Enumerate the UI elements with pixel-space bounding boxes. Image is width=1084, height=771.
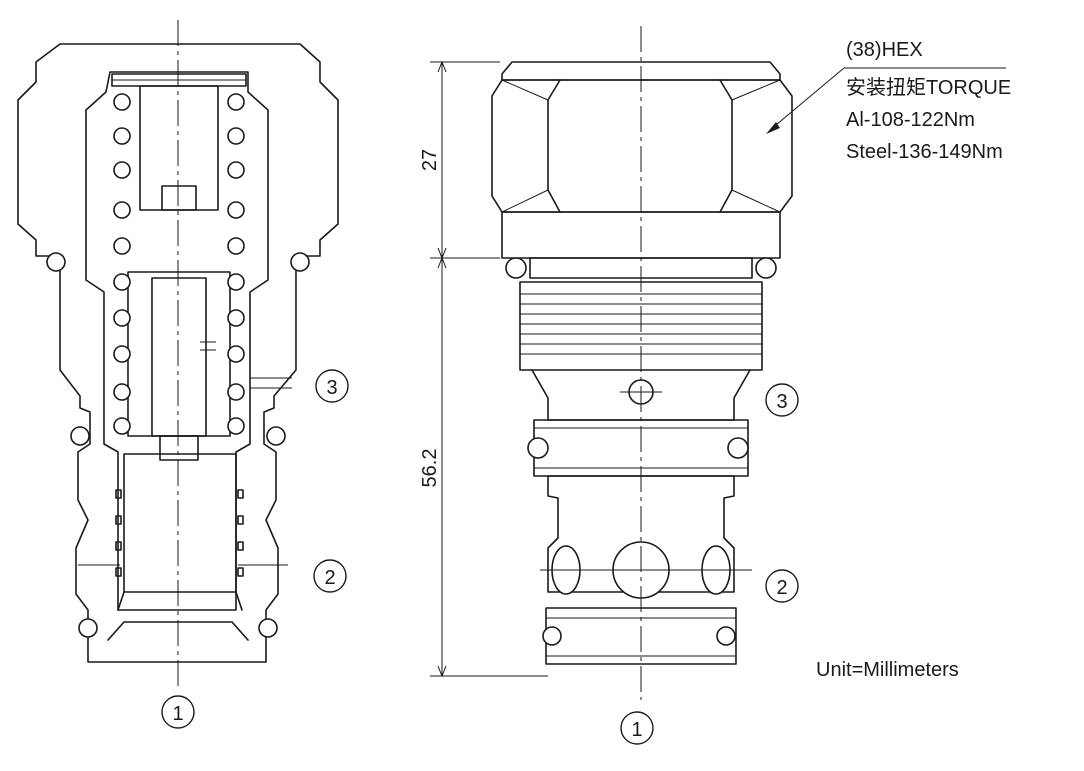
guide-pin <box>161 185 197 211</box>
dimension-body-length: 56.2 <box>419 449 441 488</box>
sleeve-slots <box>115 489 244 577</box>
svg-text:1: 1 <box>172 703 183 725</box>
o-ring-hex-left <box>505 257 527 279</box>
torque-leader <box>766 67 1006 134</box>
hex-nut <box>491 79 793 213</box>
svg-text:3: 3 <box>326 377 337 399</box>
o-ring-upper-left <box>527 437 549 459</box>
svg-text:2: 2 <box>324 567 335 589</box>
port-1-label-left: 1 <box>161 695 195 729</box>
svg-text:3: 3 <box>776 391 787 413</box>
port-2-label-left: 2 <box>313 559 347 593</box>
o-ring-upper-right <box>727 437 749 459</box>
torque-steel: Steel-136-149Nm <box>846 141 1003 163</box>
spring-coils <box>113 93 245 435</box>
port-3-label-right: 3 <box>765 383 799 417</box>
svg-text:1: 1 <box>631 719 642 741</box>
spring-guide <box>139 85 219 211</box>
external-view <box>491 26 793 700</box>
o-rings-section <box>46 252 310 638</box>
cap-bore <box>85 71 269 611</box>
port-1-label-right: 1 <box>620 711 654 745</box>
thread-section <box>519 281 763 371</box>
o-ring-hex-right <box>755 257 777 279</box>
unit-note: Unit=Millimeters <box>816 659 959 681</box>
o-ring-lower-right <box>716 626 736 646</box>
dimension-lines <box>430 60 548 678</box>
dimension-hex-height: 27 <box>419 149 441 171</box>
section-view <box>17 20 339 690</box>
poppet <box>127 271 231 437</box>
hex-size-label: (38)HEX <box>846 39 923 61</box>
svg-text:2: 2 <box>776 577 787 599</box>
o-ring-lower-left <box>542 626 562 646</box>
torque-title: 安装扭矩TORQUE <box>846 76 1011 99</box>
torque-aluminum: Al-108-122Nm <box>846 109 975 131</box>
port-3-label-left: 3 <box>315 369 349 403</box>
port-2-label-right: 2 <box>765 569 799 603</box>
